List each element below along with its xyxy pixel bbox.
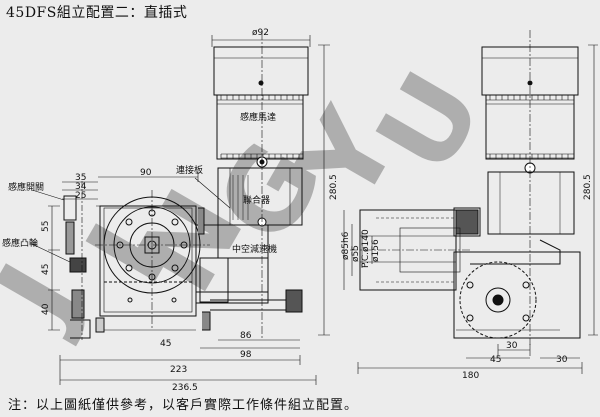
label-bracket: 連接板 [176, 164, 203, 176]
label-coupling: 聯合器 [243, 194, 270, 206]
page-title: 45DFS組立配置二：直插式 [6, 5, 188, 21]
right-dimension-lines [343, 44, 598, 374]
dim-223: 223 [170, 365, 187, 375]
left-dimension-texts: ø92 35 34 25 90 55 45 40 45 86 98 223 23… [41, 28, 339, 393]
right-view [350, 30, 581, 345]
footnote: 注：以上圖紙僅供參考，以客戶實際工作條件組立配置。 [8, 398, 359, 413]
left-dimension-lines [31, 35, 330, 385]
label-sensor-cam: 感應凸輪 [2, 237, 38, 249]
svg-text:J: J [0, 244, 103, 350]
dim-45-bottom: 45 [160, 339, 171, 349]
dim-280-5-right: 280.5 [583, 174, 593, 200]
sensor-switch [63, 195, 77, 221]
dim-d92: ø92 [252, 28, 269, 38]
right-housing [453, 251, 581, 339]
label-motor: 感應馬達 [240, 111, 276, 123]
dim-45-right: 45 [490, 355, 501, 365]
dim-55: 55 [41, 221, 51, 232]
dim-40: 40 [41, 303, 51, 315]
dim-280-5-left: 280.5 [329, 174, 339, 200]
dim-45-left: 45 [41, 264, 51, 275]
label-sensor-switch: 感應開關 [8, 181, 44, 193]
dim-d85h6: ø85h6 [341, 231, 351, 260]
left-view [63, 32, 309, 340]
watermark: J I N G Y U [0, 52, 507, 349]
dim-25: 25 [75, 191, 86, 201]
motor-cap [213, 46, 309, 96]
dim-pcd140: P.C.ø140 [361, 229, 371, 268]
dim-d55: ø55 [351, 245, 361, 262]
label-reducer: 中空減速機 [232, 243, 277, 255]
dim-d156: ø156 [371, 239, 381, 262]
dim-30-right: 30 [556, 355, 568, 365]
dim-30-top: 30 [506, 341, 518, 351]
dim-180: 180 [462, 371, 479, 381]
dim-98: 98 [240, 350, 252, 360]
right-dimension-texts: 280.5 ø85h6 ø55 P.C.ø140 ø156 180 30 45 … [341, 174, 593, 381]
dim-34: 34 [75, 182, 87, 192]
dim-236-5: 236.5 [172, 383, 198, 393]
dim-35: 35 [75, 173, 86, 183]
dim-90: 90 [140, 168, 152, 178]
right-coupling [487, 171, 575, 235]
part-labels: 感應馬達 聯合器 中空減速機 連接板 感應開關 感應凸輪 [2, 111, 277, 255]
dim-86: 86 [240, 331, 252, 341]
